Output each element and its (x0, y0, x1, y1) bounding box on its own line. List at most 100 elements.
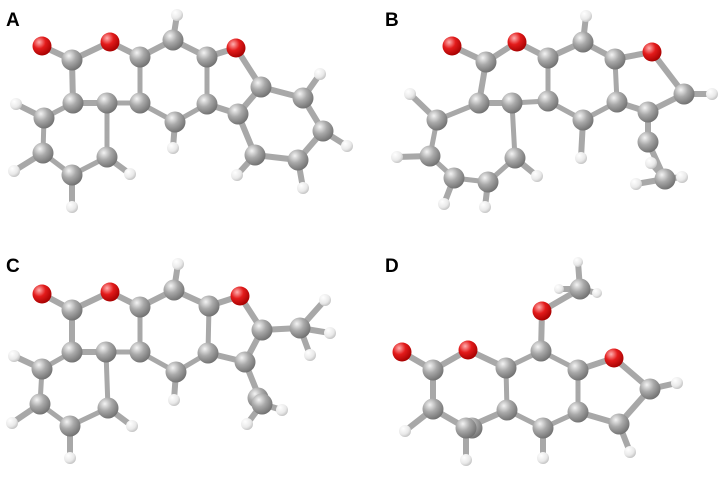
carbon-atom (244, 144, 266, 166)
carbon-atom (572, 31, 594, 53)
carbon-atom (162, 29, 184, 51)
carbon-atom (250, 76, 272, 98)
oxygen-atom (100, 282, 120, 302)
carbon-atom (62, 92, 84, 114)
carbon-atom (455, 417, 477, 439)
hydrogen-atom (241, 418, 253, 430)
carbon-atom (61, 164, 83, 186)
carbon-atom (567, 359, 589, 381)
hydrogen-atom (341, 140, 353, 152)
carbon-atom (673, 83, 695, 105)
carbon-atom (443, 167, 465, 189)
oxygen-atom (226, 38, 246, 58)
hydrogen-atom (460, 454, 472, 466)
hydrogen-atom (575, 152, 587, 164)
carbon-atom (608, 413, 630, 435)
carbon-atom (234, 351, 256, 373)
hydrogen-atom (124, 168, 136, 180)
hydrogen-atom (671, 377, 683, 389)
oxygen-atom (32, 36, 52, 56)
carbon-atom (61, 299, 83, 321)
hydrogen-atom (10, 98, 22, 110)
hydrogen-atom (304, 349, 316, 361)
hydrogen-atom (172, 258, 184, 270)
hydrogen-atom (314, 68, 326, 80)
hydrogen-atom (66, 201, 78, 213)
carbon-atom (637, 101, 659, 123)
hydrogen-atom (167, 142, 179, 154)
hydrogen-atom (6, 417, 18, 429)
hydrogen-atom (531, 170, 543, 182)
hydrogen-atom (573, 257, 583, 267)
carbon-atom (426, 109, 448, 131)
oxygen-atom (642, 42, 662, 62)
hydrogen-atom (126, 420, 138, 432)
oxygen-atom (604, 348, 624, 368)
oxygen-atom (532, 301, 552, 321)
hydrogen-atom (8, 350, 20, 362)
hydrogen-atom (319, 294, 331, 306)
carbon-atom (292, 87, 314, 109)
carbon-atom (197, 342, 219, 364)
hydrogen-atom (171, 9, 183, 21)
molecule-d (392, 257, 683, 466)
oxygen-atom (507, 32, 527, 52)
carbon-atom (422, 359, 444, 381)
carbon-atom (33, 107, 55, 129)
hydrogen-atom (537, 452, 549, 464)
molecule-b (391, 10, 718, 213)
carbon-atom (606, 91, 628, 113)
carbon-atom (419, 145, 441, 167)
hydrogen-atom (324, 327, 336, 339)
carbon-atom (496, 399, 518, 421)
carbon-atom (96, 146, 118, 168)
panel-label-a: A (6, 10, 20, 31)
carbon-atom (227, 103, 249, 125)
oxygen-atom (458, 340, 478, 360)
carbon-atom (95, 341, 117, 363)
carbon-atom (61, 341, 83, 363)
hydrogen-atom (404, 88, 416, 100)
panel-label-b: B (385, 10, 399, 31)
carbon-atom (422, 398, 444, 420)
carbon-atom (165, 361, 187, 383)
carbon-atom (196, 93, 218, 115)
hydrogen-atom (706, 88, 718, 100)
carbon-atom (29, 393, 51, 415)
carbon-atom (532, 417, 554, 439)
oxygen-atom (230, 286, 250, 306)
hydrogen-atom (438, 198, 450, 210)
carbon-atom (164, 111, 186, 133)
carbon-atom (129, 46, 151, 68)
hydrogen-atom (479, 201, 491, 213)
carbon-atom (654, 168, 676, 190)
hydrogen-atom (399, 425, 411, 437)
hydrogen-atom (580, 10, 592, 22)
carbon-atom (495, 357, 517, 379)
oxygen-atom (442, 36, 462, 56)
carbon-atom (287, 149, 309, 171)
molecule-a (8, 9, 353, 213)
carbon-atom (537, 47, 559, 69)
oxygen-atom (32, 284, 52, 304)
carbon-atom (504, 147, 526, 169)
carbon-atom (312, 120, 334, 142)
carbon-atom (59, 415, 81, 437)
carbon-atom (639, 378, 661, 400)
molecule-c (6, 258, 336, 464)
hydrogen-atom (624, 446, 636, 458)
hydrogen-atom (592, 288, 602, 298)
hydrogen-atom (630, 178, 642, 190)
carbon-atom (97, 397, 119, 419)
hydrogen-atom (554, 284, 564, 294)
carbon-atom (289, 317, 311, 339)
carbon-atom (61, 49, 83, 71)
carbon-atom (96, 92, 118, 114)
carbon-atom (475, 51, 497, 73)
panel-label-d: D (385, 256, 399, 277)
carbon-atom (196, 46, 218, 68)
hydrogen-atom (676, 171, 688, 183)
carbon-atom (530, 340, 552, 362)
carbon-atom (477, 171, 499, 193)
